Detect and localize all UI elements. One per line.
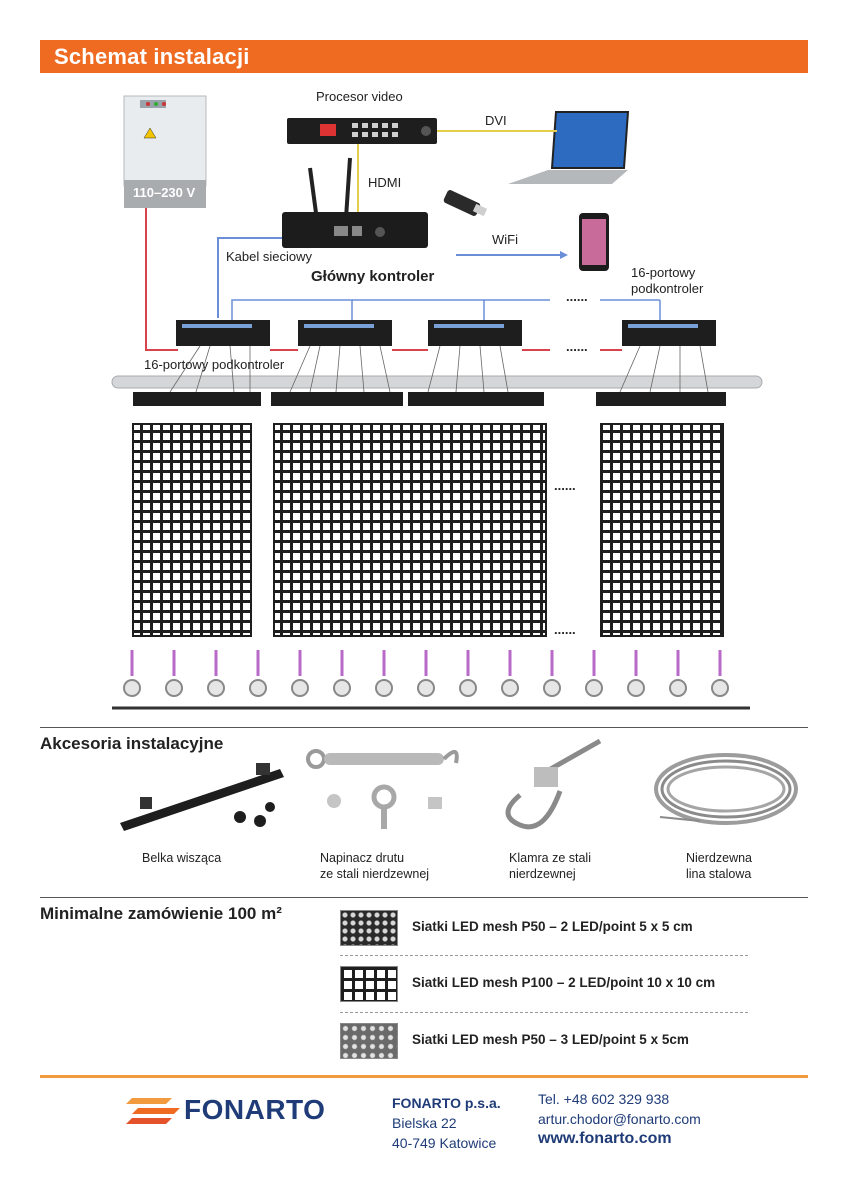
website-link[interactable]: www.fonarto.com [538,1130,672,1147]
subcontroller-left-label: 16-portowy podkontroler [144,357,285,372]
network-cable-label: Kabel sieciowy [226,249,312,264]
bottom-anchors [112,650,750,710]
accessory-caption-clamp: Klamra ze stali nierdzewnej [509,851,591,881]
dashed-divider [340,955,748,956]
smartphone-icon [579,213,609,271]
laptop-icon [508,111,630,184]
ellipsis-controllers: ...... [566,339,588,354]
main-controller-label: Główny kontroler [311,268,435,285]
accessory-caption-turnbuckle: Napinacz drutu ze stali nierdzewnej [320,851,430,881]
hanging-pipe [111,375,763,389]
video-processor-label: Procesor video [316,89,403,104]
usb-stick-icon [443,190,488,217]
wifi-label: WiFi [492,232,518,247]
dashed-divider [340,1012,748,1013]
power-cable [145,208,178,351]
contact-info: Tel. +48 602 329 938 artur.chodor@fonart… [538,1089,701,1149]
divider [40,897,808,898]
ellipsis-mesh: ...... [554,478,576,493]
main-controller-icon [282,157,428,248]
wire-clamp-icon [505,738,602,830]
accessory-caption-cable: Nierdzewna lina stalowa [686,851,753,881]
ellipsis-top: ...... [566,289,588,304]
network-cable [217,237,282,318]
street: Bielska 22 [392,1115,457,1131]
product-label: Siatki LED mesh P100 – 2 LED/point 10 x … [412,975,716,990]
mesh-p50-2led-thumbnail [340,910,398,946]
accessories-images [120,738,798,831]
accessory-caption-beam: Belka wisząca [142,851,222,865]
hanging-beam-icon [120,763,284,831]
city: 40-749 Katowice [392,1135,497,1151]
steel-cable-icon [654,753,798,825]
fonarto-logo-text: FONARTO [184,1094,326,1125]
dvi-label: DVI [485,113,507,128]
subcontroller-right-label-line2: podkontroler [631,281,704,296]
section-banner: Schemat instalacji [40,40,808,73]
fonarto-logo-icon [126,1098,180,1124]
product-label: Siatki LED mesh P50 – 3 LED/point 5 x 5c… [412,1032,689,1047]
installation-diagram [111,95,763,710]
product-label: Siatki LED mesh P50 – 2 LED/point 5 x 5 … [412,919,693,934]
page-title: Schemat instalacji [54,44,250,69]
hanging-beams [133,392,726,406]
hdmi-label: HDMI [368,175,402,190]
divider [40,727,808,728]
ellipsis-bottom: ...... [554,622,576,637]
company-address: FONARTO p.s.a. Bielska 22 40-749 Katowic… [392,1093,501,1153]
email-link[interactable]: artur.chodor@fonarto.com [538,1111,701,1127]
turnbuckle-icon [306,749,459,829]
accessories-title: Akcesoria instalacyjne [40,734,224,753]
order-title: Minimalne zamówienie 100 m² [40,904,282,923]
led-mesh-panels [132,423,724,637]
company-name: FONARTO p.s.a. [392,1095,501,1111]
phone[interactable]: Tel. +48 602 329 938 [538,1091,670,1107]
subcontroller-right-label-line1: 16-portowy [631,265,696,280]
footer-divider [40,1075,808,1078]
mesh-p100-2led-thumbnail [340,966,398,1002]
mesh-p50-3led-thumbnail [340,1023,398,1059]
power-voltage-label: 110–230 V [133,185,196,200]
subcontroller-row [176,299,716,351]
video-processor-icon [287,118,437,144]
power-cabinet-icon [123,95,207,208]
